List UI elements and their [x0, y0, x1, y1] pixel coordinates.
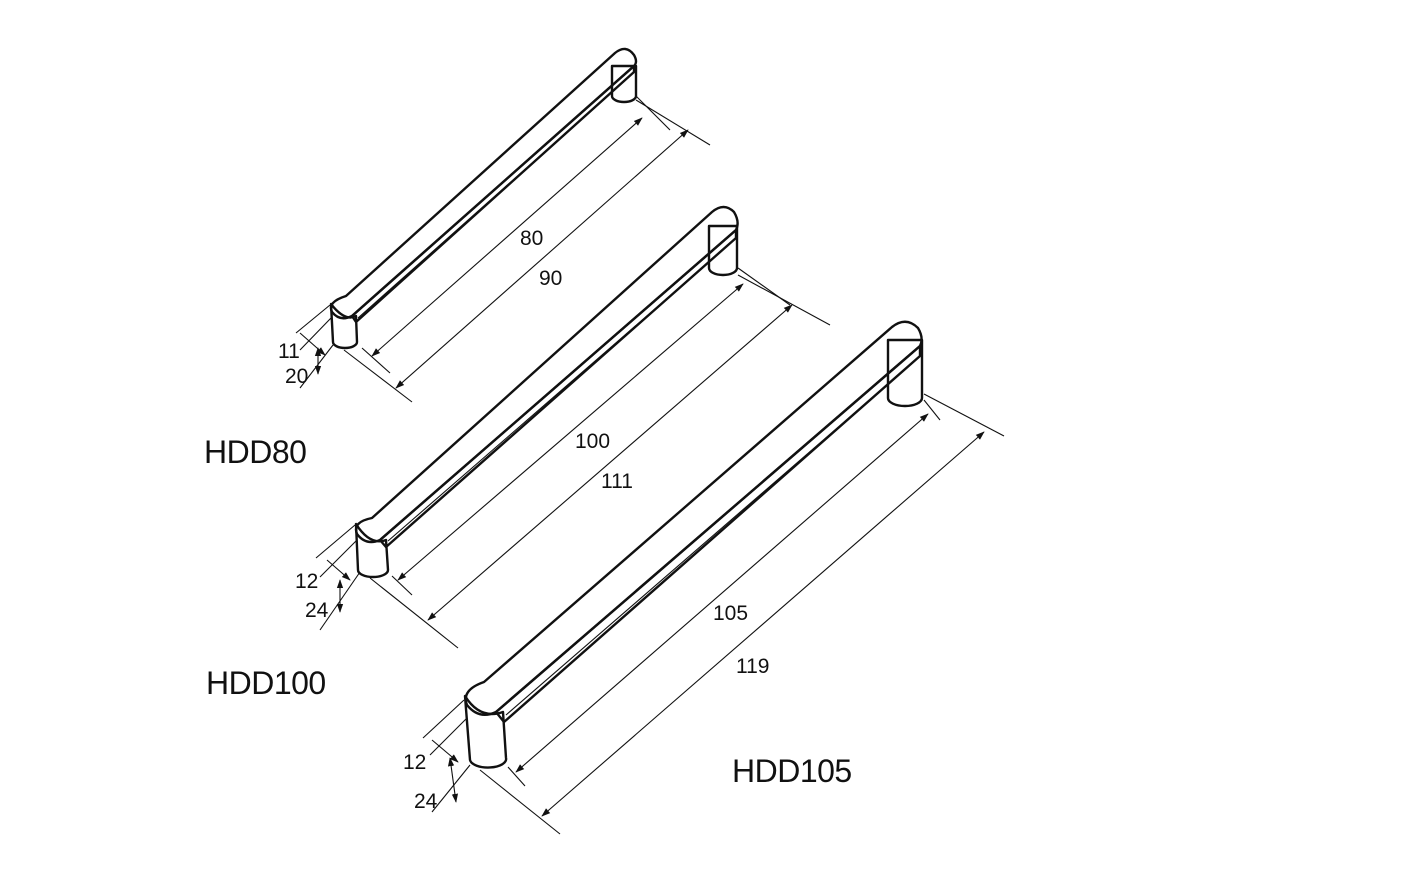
- hdd105-overall-length-label: 119: [736, 655, 769, 678]
- model-label-hdd105: HDD105: [732, 753, 852, 789]
- handle-hdd105-dimensions: 105 119 12 24: [403, 393, 1005, 835]
- handle-hdd100-dimensions: 100 111 12 24: [295, 267, 831, 649]
- hdd80-hole-spacing-label: 80: [520, 227, 543, 250]
- handle-hdd80: 80 90 11 20: [278, 47, 711, 403]
- handle-hdd80-dimensions: 80 90 11 20: [278, 95, 711, 403]
- handle-hdd80-body: [329, 47, 638, 350]
- hdd80-width-label: 11: [278, 340, 300, 363]
- handle-hdd100: 100 111 12 24: [295, 205, 831, 649]
- hdd100-hole-spacing-label: 100: [575, 430, 610, 453]
- handle-hdd105-body: [463, 320, 924, 769]
- hdd80-overall-length-label: 90: [539, 267, 562, 290]
- hdd105-height-label: 24: [414, 790, 438, 813]
- hdd100-overall-length-label: 111: [601, 470, 633, 493]
- model-label-hdd100: HDD100: [206, 665, 326, 701]
- hdd80-height-label: 20: [285, 365, 308, 388]
- hdd100-width-label: 12: [295, 570, 318, 593]
- hdd105-hole-spacing-label: 105: [713, 602, 748, 625]
- handle-hdd105: 105 119 12 24: [403, 320, 1005, 835]
- model-label-hdd80: HDD80: [204, 434, 307, 470]
- hdd100-height-label: 24: [305, 599, 329, 622]
- hdd105-width-label: 12: [403, 751, 426, 774]
